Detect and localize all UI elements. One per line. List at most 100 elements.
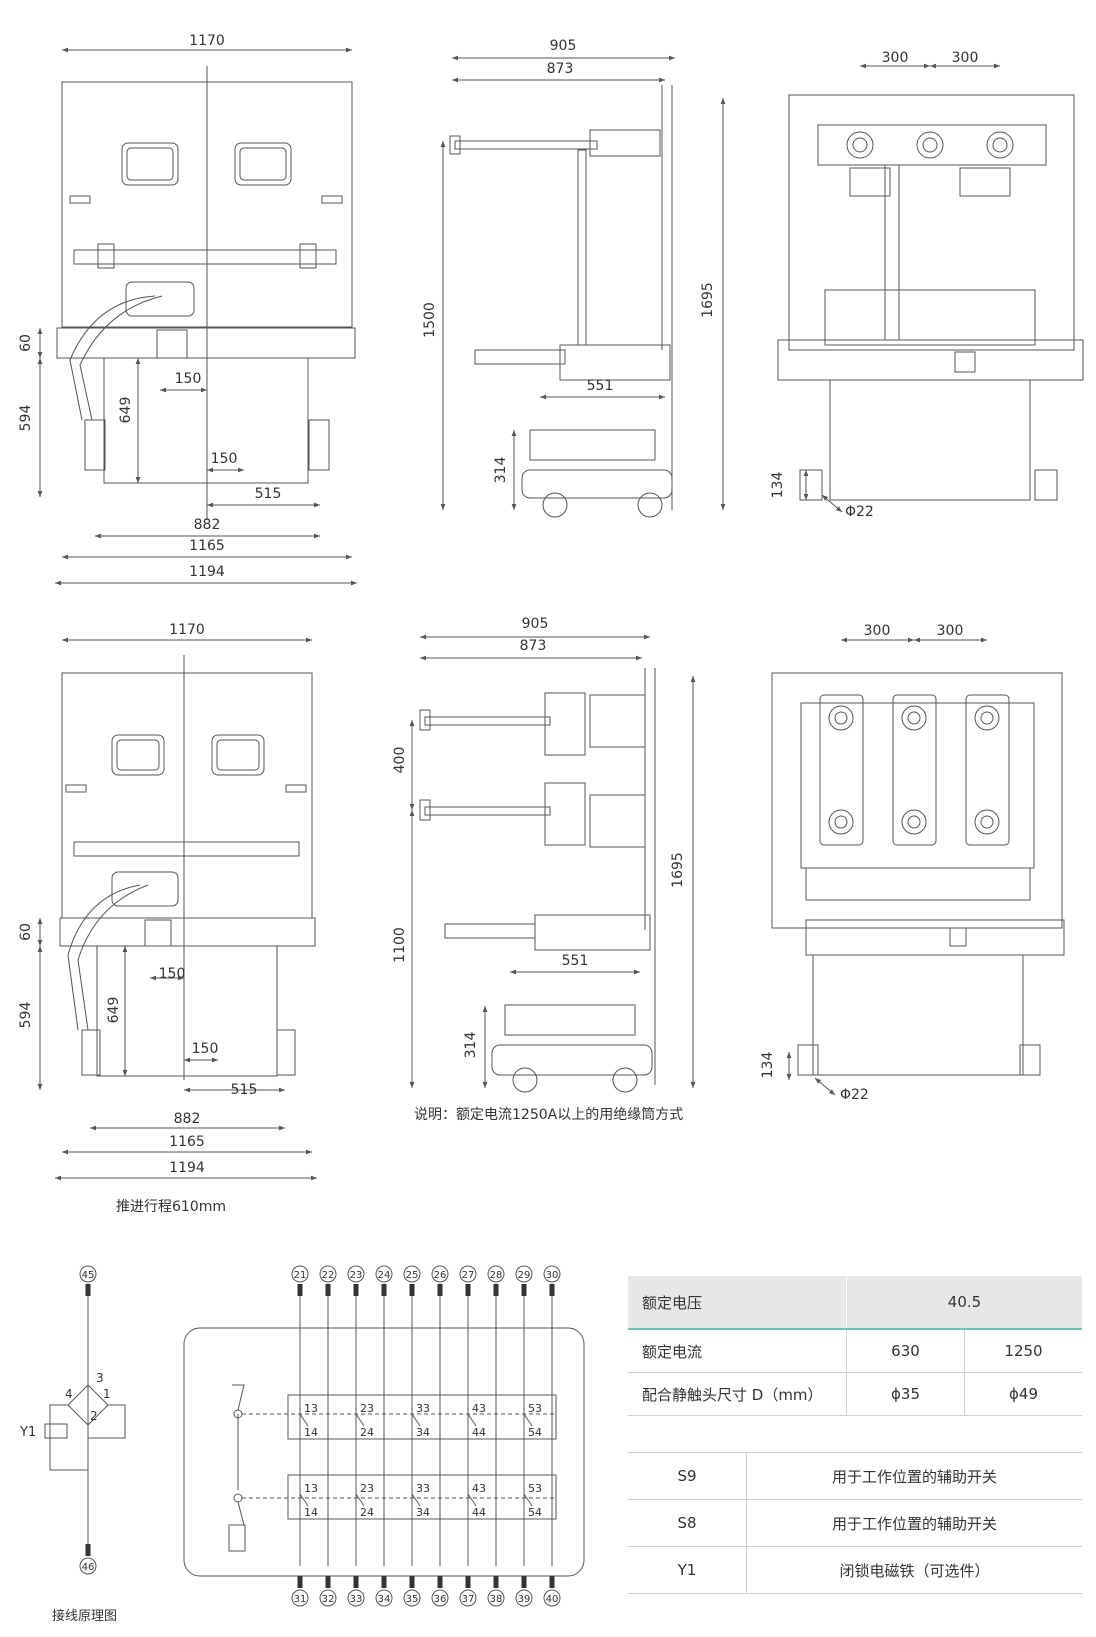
switch-row-2-contact-bottom: 44	[472, 1506, 486, 1519]
switch-row-1-switch-blade	[299, 1413, 309, 1427]
middle-front-view	[59, 655, 316, 1080]
middle-rear-view	[771, 672, 1065, 1076]
terminal-46: 46	[82, 1562, 95, 1573]
switch-row-2-contact-bottom: 14	[304, 1506, 318, 1519]
dim-300-b: 300	[937, 623, 964, 639]
dim-width-1170: 1170	[169, 622, 205, 638]
dim-515: 515	[255, 486, 282, 502]
spec-spacer	[628, 1416, 1082, 1453]
dim-873: 873	[520, 638, 547, 654]
terminal-bottom-36: 36	[434, 1594, 447, 1605]
top-rear-view	[777, 94, 1084, 501]
terminal-top-27-circle	[459, 1265, 477, 1283]
switch-row-2-switch-blade	[523, 1493, 533, 1507]
top-rear-dims	[803, 63, 1000, 513]
switch-row-2-contact-top: 53	[528, 1482, 542, 1495]
terminal-top-23: 23	[350, 1270, 363, 1281]
terminal-top-26: 26	[434, 1270, 447, 1281]
terminal-top-26-circle	[431, 1265, 449, 1283]
spec-value: 1250	[964, 1330, 1082, 1372]
middle-side-view	[419, 668, 656, 1093]
dim-649: 649	[106, 997, 122, 1024]
spec-label: 配合静触头尺寸 D（mm）	[642, 1385, 823, 1404]
switch-row-1-contact-bottom: 34	[416, 1426, 430, 1439]
terminal-top-23-circle	[347, 1265, 365, 1283]
switch-row-1-contact-top: 33	[416, 1402, 430, 1415]
terminal-45: 45	[82, 1270, 95, 1281]
terminal-bottom-35-circle	[403, 1589, 421, 1607]
spec-table: 额定电压 40.5 额定电流 630 1250 配合静触头尺寸 D（mm） ϕ3…	[628, 1276, 1082, 1594]
terminal-top-29: 29	[518, 1270, 531, 1281]
legend-code: S9	[677, 1467, 697, 1485]
middle-rear-dims	[786, 637, 987, 1096]
current-note: 说明：额定电流1250A以上的用绝缘筒方式	[414, 1107, 684, 1123]
dim-905: 905	[550, 38, 577, 54]
dim-1100: 1100	[392, 927, 408, 963]
dim-400: 400	[392, 747, 408, 774]
top-side-dims	[440, 55, 726, 510]
switch-row-1-contact-top: 23	[360, 1402, 374, 1415]
top-front-dims	[37, 47, 357, 586]
terminal-top-30-circle	[543, 1265, 561, 1283]
terminal-bottom-33: 33	[350, 1594, 363, 1605]
dim-phi22: Φ22	[840, 1087, 869, 1103]
dim-300-a: 300	[882, 50, 909, 66]
dim-551: 551	[587, 378, 614, 394]
terminal-top-29-circle	[515, 1265, 533, 1283]
terminal-bottom-34: 34	[378, 1594, 391, 1605]
dim-314: 314	[493, 457, 509, 484]
top-side-view	[449, 85, 673, 518]
dim-1165: 1165	[169, 1134, 205, 1150]
terminal-bottom-40-circle	[543, 1589, 561, 1607]
terminal-top-22-circle	[319, 1265, 337, 1283]
dim-width-1170: 1170	[189, 33, 225, 49]
switch-row-1-contact-top: 53	[528, 1402, 542, 1415]
bridge-label-4: 4	[65, 1387, 73, 1401]
spec-value: ϕ49	[964, 1373, 1082, 1415]
bridge-label-2: 2	[90, 1409, 98, 1423]
dim-594: 594	[18, 1002, 34, 1029]
legend-desc: 用于工作位置的辅助开关	[746, 1500, 1082, 1546]
terminal-bottom-34-circle	[375, 1589, 393, 1607]
switch-row-2-contact-bottom: 54	[528, 1506, 542, 1519]
legend-desc: 用于工作位置的辅助开关	[746, 1453, 1082, 1499]
legend-desc: 闭锁电磁铁（可选件）	[746, 1547, 1082, 1593]
dim-60: 60	[18, 923, 34, 941]
dim-873: 873	[547, 61, 574, 77]
switch-row-2-switch-blade	[299, 1493, 309, 1507]
spec-label: 额定电压	[642, 1293, 703, 1312]
terminal-top-24: 24	[378, 1270, 391, 1281]
dim-1165: 1165	[189, 538, 225, 554]
dim-150-a: 150	[159, 966, 186, 982]
spec-value: 630	[846, 1330, 964, 1372]
terminal-top-28: 28	[490, 1270, 503, 1281]
terminal-bottom-31: 31	[294, 1594, 307, 1605]
dim-150-b: 150	[192, 1041, 219, 1057]
spec-value: ϕ35	[846, 1373, 964, 1415]
terminal-top-30: 30	[546, 1270, 559, 1281]
terminal-46-circle	[79, 1557, 97, 1575]
spec-row-current: 额定电流 630 1250	[628, 1330, 1082, 1373]
dim-60: 60	[18, 334, 34, 352]
switch-row-2-contact-top: 13	[304, 1482, 318, 1495]
switch-row-1-switch-blade	[523, 1413, 533, 1427]
wiring-caption: 接线原理图	[52, 1609, 118, 1624]
wiring-left-circuit	[44, 1290, 126, 1550]
dim-594: 594	[18, 405, 34, 432]
dim-515: 515	[231, 1082, 258, 1098]
spec-label: 额定电流	[642, 1342, 703, 1361]
switch-row-2-contact-bottom: 34	[416, 1506, 430, 1519]
legend-row: S8 用于工作位置的辅助开关	[628, 1500, 1082, 1547]
dim-905: 905	[522, 616, 549, 632]
terminal-top-25: 25	[406, 1270, 419, 1281]
dim-1695: 1695	[670, 852, 686, 888]
dim-882: 882	[194, 517, 221, 533]
terminal-top-24-circle	[375, 1265, 393, 1283]
dim-1194: 1194	[169, 1160, 205, 1176]
stroke-caption: 推进行程610mm	[116, 1199, 226, 1215]
spec-value: 40.5	[846, 1276, 1082, 1328]
switch-row-1-contact-bottom: 14	[304, 1426, 318, 1439]
